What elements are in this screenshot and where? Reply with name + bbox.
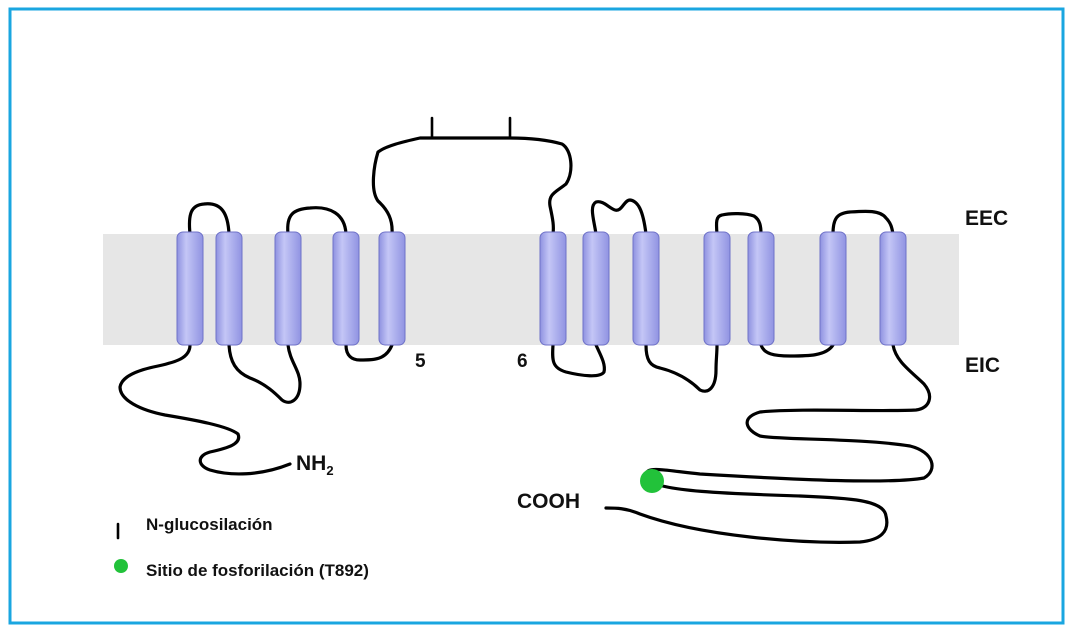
intracellular-loop-6-7 <box>551 343 606 378</box>
glycosylation-site-1 <box>420 90 445 140</box>
green-dot-icon <box>114 559 128 573</box>
helix-6 <box>539 231 567 346</box>
helix-5 <box>378 231 406 346</box>
helix-10 <box>747 231 775 346</box>
label-eic: EIC <box>965 354 1000 377</box>
intracellular-loop-8-9 <box>644 343 719 393</box>
extracellular-loop-5-6 <box>371 136 573 236</box>
intracellular-loop-10-11 <box>759 343 835 358</box>
intracellular-loop-2-3 <box>227 343 302 404</box>
extracellular-loop-9-10 <box>714 212 763 236</box>
glycan-tree-icon <box>106 496 131 540</box>
intracellular-nh2-tail <box>118 343 292 476</box>
legend-glycosylation-label: N-glucosilación <box>146 515 273 534</box>
phosphorylation-site-dot <box>640 469 664 493</box>
legend: N-glucosilación Sitio de fosforilación (… <box>106 496 369 580</box>
helix-8 <box>632 231 660 346</box>
label-nh2-subscript: 2 <box>326 463 333 478</box>
helix-7 <box>582 231 610 346</box>
helix-3 <box>274 231 302 346</box>
label-nh2: NH2 <box>296 452 334 478</box>
legend-phosphorylation-label: Sitio de fosforilación (T892) <box>146 561 369 580</box>
label-nh2-main: NH <box>296 452 326 475</box>
extracellular-loop-11-12 <box>831 209 895 236</box>
membrane-band <box>103 234 959 345</box>
label-segment-6: 6 <box>517 351 528 372</box>
diagram-frame <box>8 7 1065 625</box>
helix-4 <box>332 231 360 346</box>
glycosylation-site-2 <box>498 90 523 140</box>
helix-2 <box>215 231 243 346</box>
helix-1 <box>176 231 204 346</box>
intracellular-loop-4-5 <box>344 343 394 362</box>
helix-12 <box>879 231 907 346</box>
intracellular-cooh-tail <box>604 343 934 544</box>
helix-11 <box>819 231 847 346</box>
extracellular-loop-1-2 <box>187 202 231 236</box>
transmembrane-helices <box>176 231 907 346</box>
helix-9 <box>703 231 731 346</box>
label-cooh: COOH <box>517 490 580 513</box>
label-eec: EEC <box>965 207 1008 230</box>
label-segment-5: 5 <box>415 351 426 372</box>
extracellular-loop-3-4 <box>286 206 348 236</box>
extracellular-loop-7-8 <box>590 198 648 236</box>
